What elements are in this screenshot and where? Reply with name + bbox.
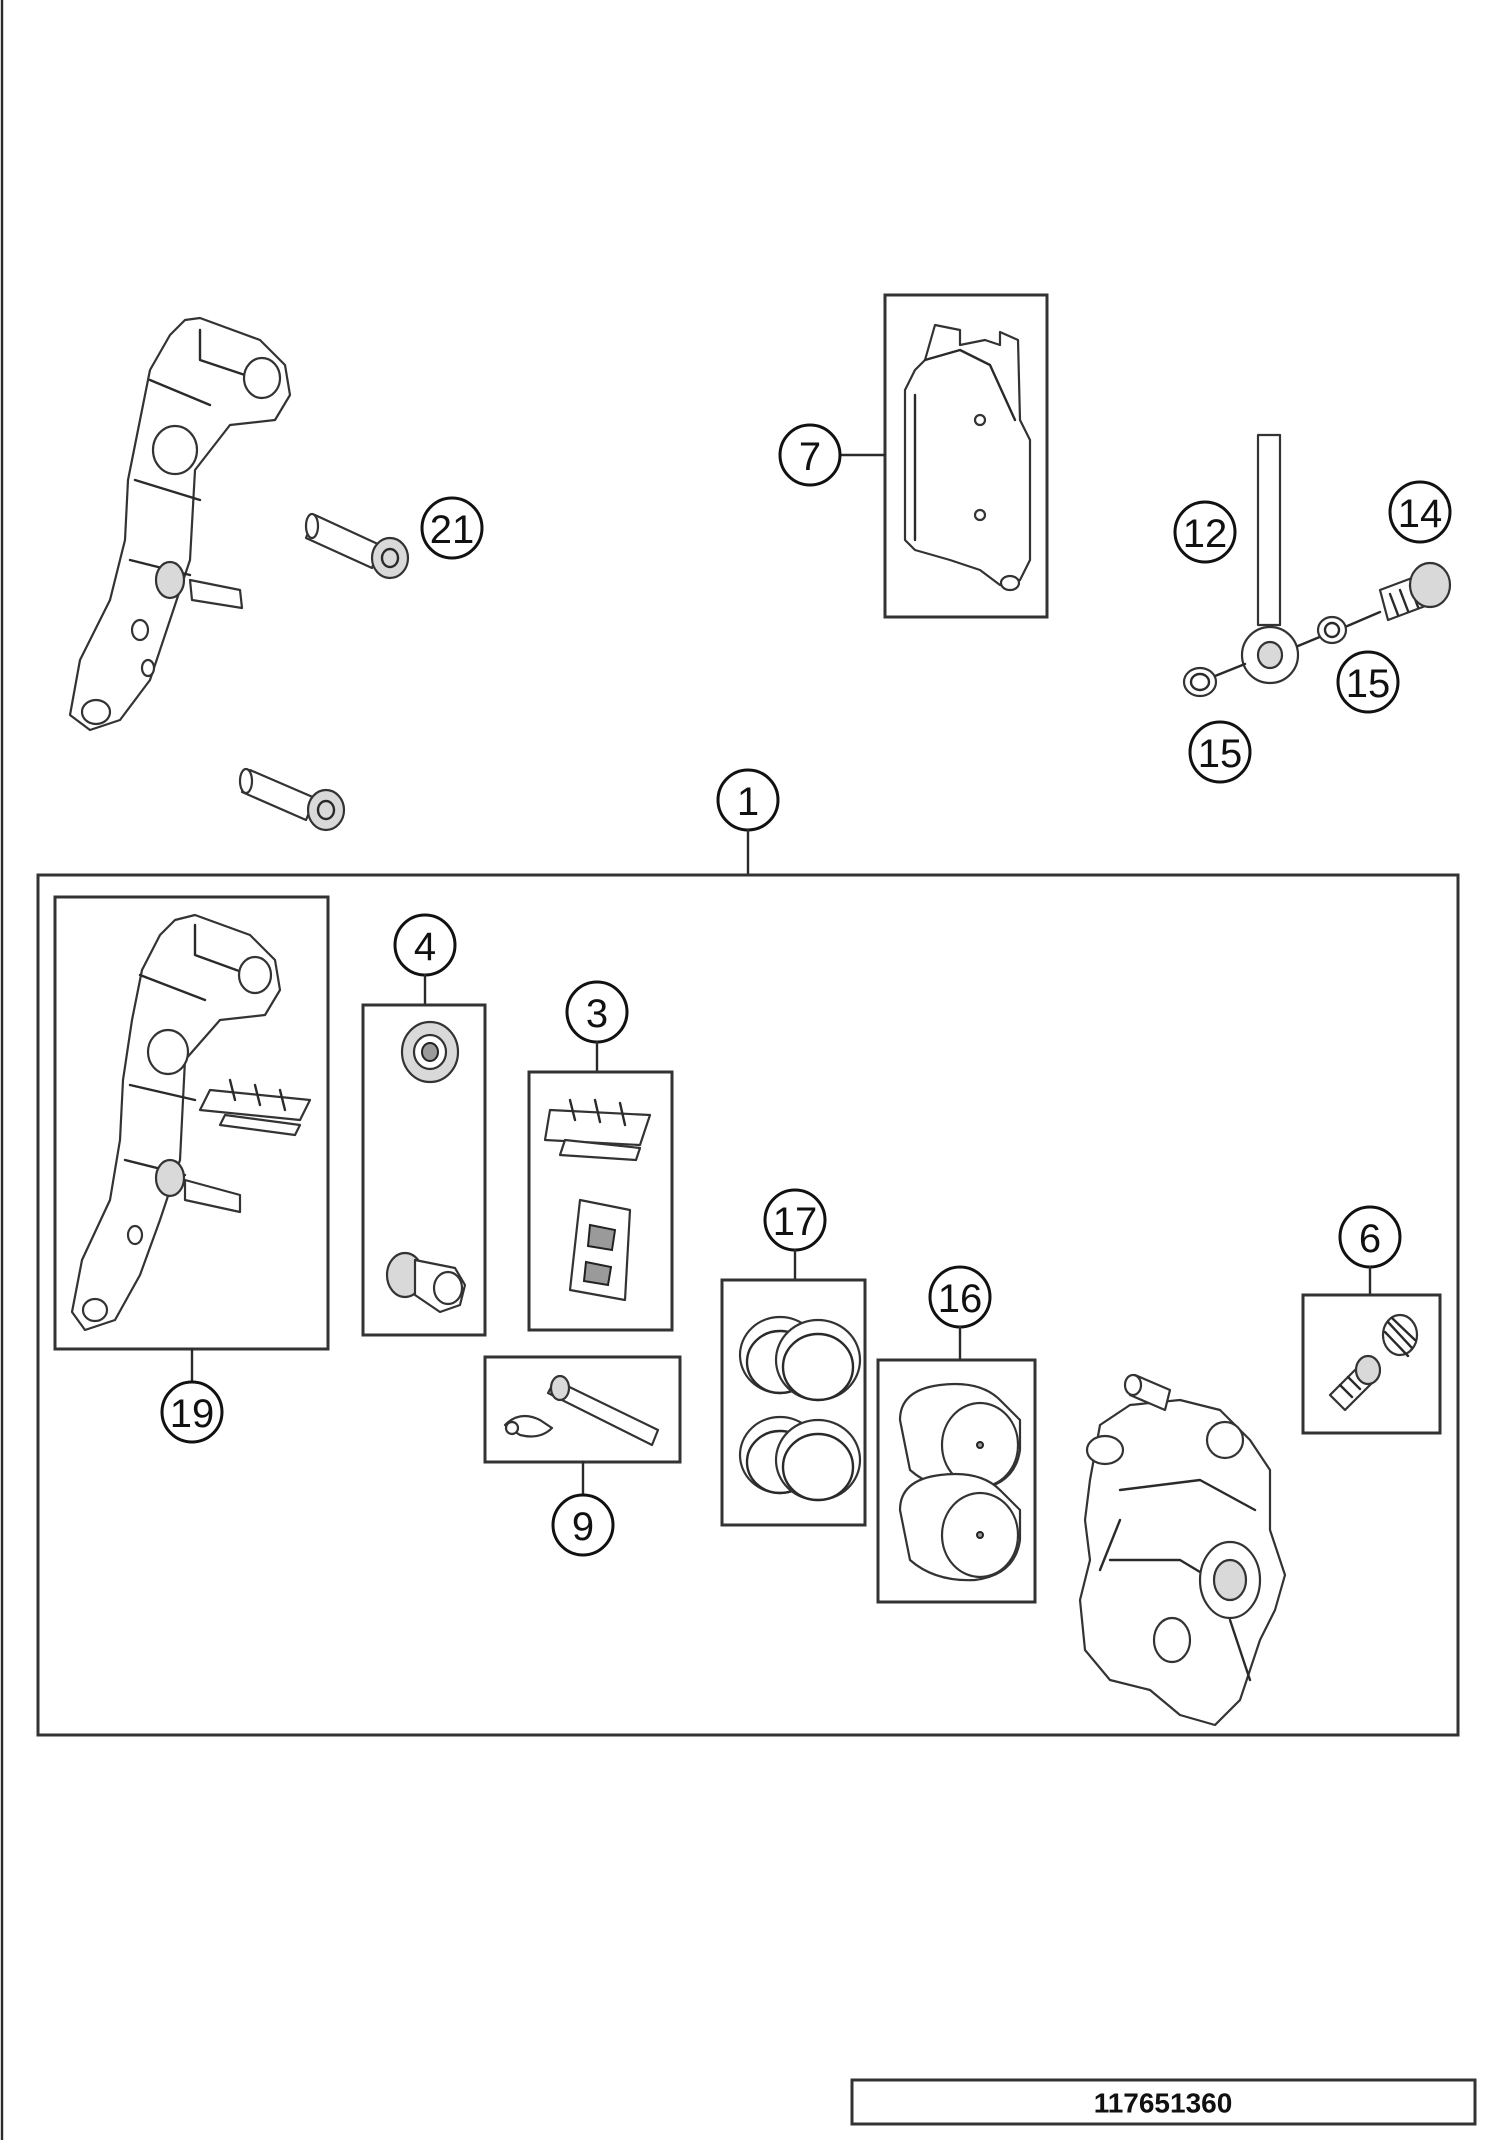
callout-17: 17: [763, 1188, 827, 1252]
piston-1: [898, 1382, 1022, 1492]
brake-pad: [903, 323, 1032, 592]
svg-text:3: 3: [586, 992, 608, 1036]
bracket-kit-spring: [198, 1078, 312, 1137]
svg-text:19: 19: [170, 1392, 215, 1436]
callout-9: 9: [551, 1493, 615, 1557]
svg-text:4: 4: [414, 925, 436, 969]
sealing-ring-right: [1316, 615, 1348, 645]
bleeder-screw: [1328, 1354, 1382, 1412]
banjo-bolt: [1378, 561, 1452, 622]
caliper-assembly-frame: [36, 873, 1460, 1737]
spring-kit-frame: [527, 1070, 674, 1332]
svg-text:15: 15: [1198, 732, 1243, 776]
drawing-number-box: [850, 2078, 1477, 2126]
seal-ring-2: [774, 1318, 862, 1402]
callout-1: 1: [716, 768, 780, 832]
piston-2: [898, 1472, 1022, 1582]
bleeder-kit-frame: [1301, 1293, 1442, 1435]
callout-4: 4: [393, 913, 457, 977]
svg-text:16: 16: [938, 1277, 983, 1321]
guide-kit-pin: [385, 1251, 467, 1314]
spring-kit-plate: [568, 1198, 632, 1302]
callout-14: 14: [1388, 480, 1452, 544]
bleeder-cap: [1381, 1313, 1419, 1358]
caliper-support-bracket: [68, 316, 292, 732]
callout-15-right: 15: [1336, 650, 1400, 714]
callout-21: 21: [420, 496, 484, 560]
bolt-21-upper: [304, 512, 410, 580]
sealing-ring-left: [1182, 666, 1218, 698]
callout-7: 7: [778, 423, 842, 487]
pin-kit-pin: [546, 1374, 660, 1447]
bracket-kit-bracket: [70, 913, 282, 1332]
svg-text:9: 9: [572, 1505, 594, 1549]
guide-kit-frame: [361, 1003, 487, 1337]
svg-text:21: 21: [430, 508, 475, 552]
svg-text:6: 6: [1359, 1217, 1381, 1261]
guide-kit-boot: [400, 1020, 460, 1084]
pin-kit-clip: [503, 1414, 554, 1438]
svg-text:17: 17: [773, 1200, 818, 1244]
svg-text:14: 14: [1398, 492, 1443, 536]
drawing-number: 117651360: [1094, 2088, 1233, 2119]
callout-6: 6: [1338, 1205, 1402, 1269]
svg-text:12: 12: [1183, 512, 1228, 556]
seal-ring-4: [774, 1418, 862, 1502]
svg-text:1: 1: [737, 780, 759, 824]
svg-text:15: 15: [1346, 662, 1391, 706]
callout-12: 12: [1173, 500, 1237, 564]
seal-ring-kit-frame: [720, 1278, 867, 1527]
piston-kit-frame: [876, 1358, 1037, 1604]
callout-3: 3: [565, 980, 629, 1044]
callout-16: 16: [928, 1265, 992, 1329]
callout-19: 19: [160, 1380, 224, 1444]
bolt-21-lower: [238, 767, 346, 832]
callout-15-left: 15: [1188, 720, 1252, 784]
svg-text:7: 7: [799, 435, 821, 479]
caliper-body: [1078, 1373, 1287, 1727]
brake-line-banjo: [1213, 433, 1382, 685]
spring-kit-spring: [543, 1098, 652, 1162]
